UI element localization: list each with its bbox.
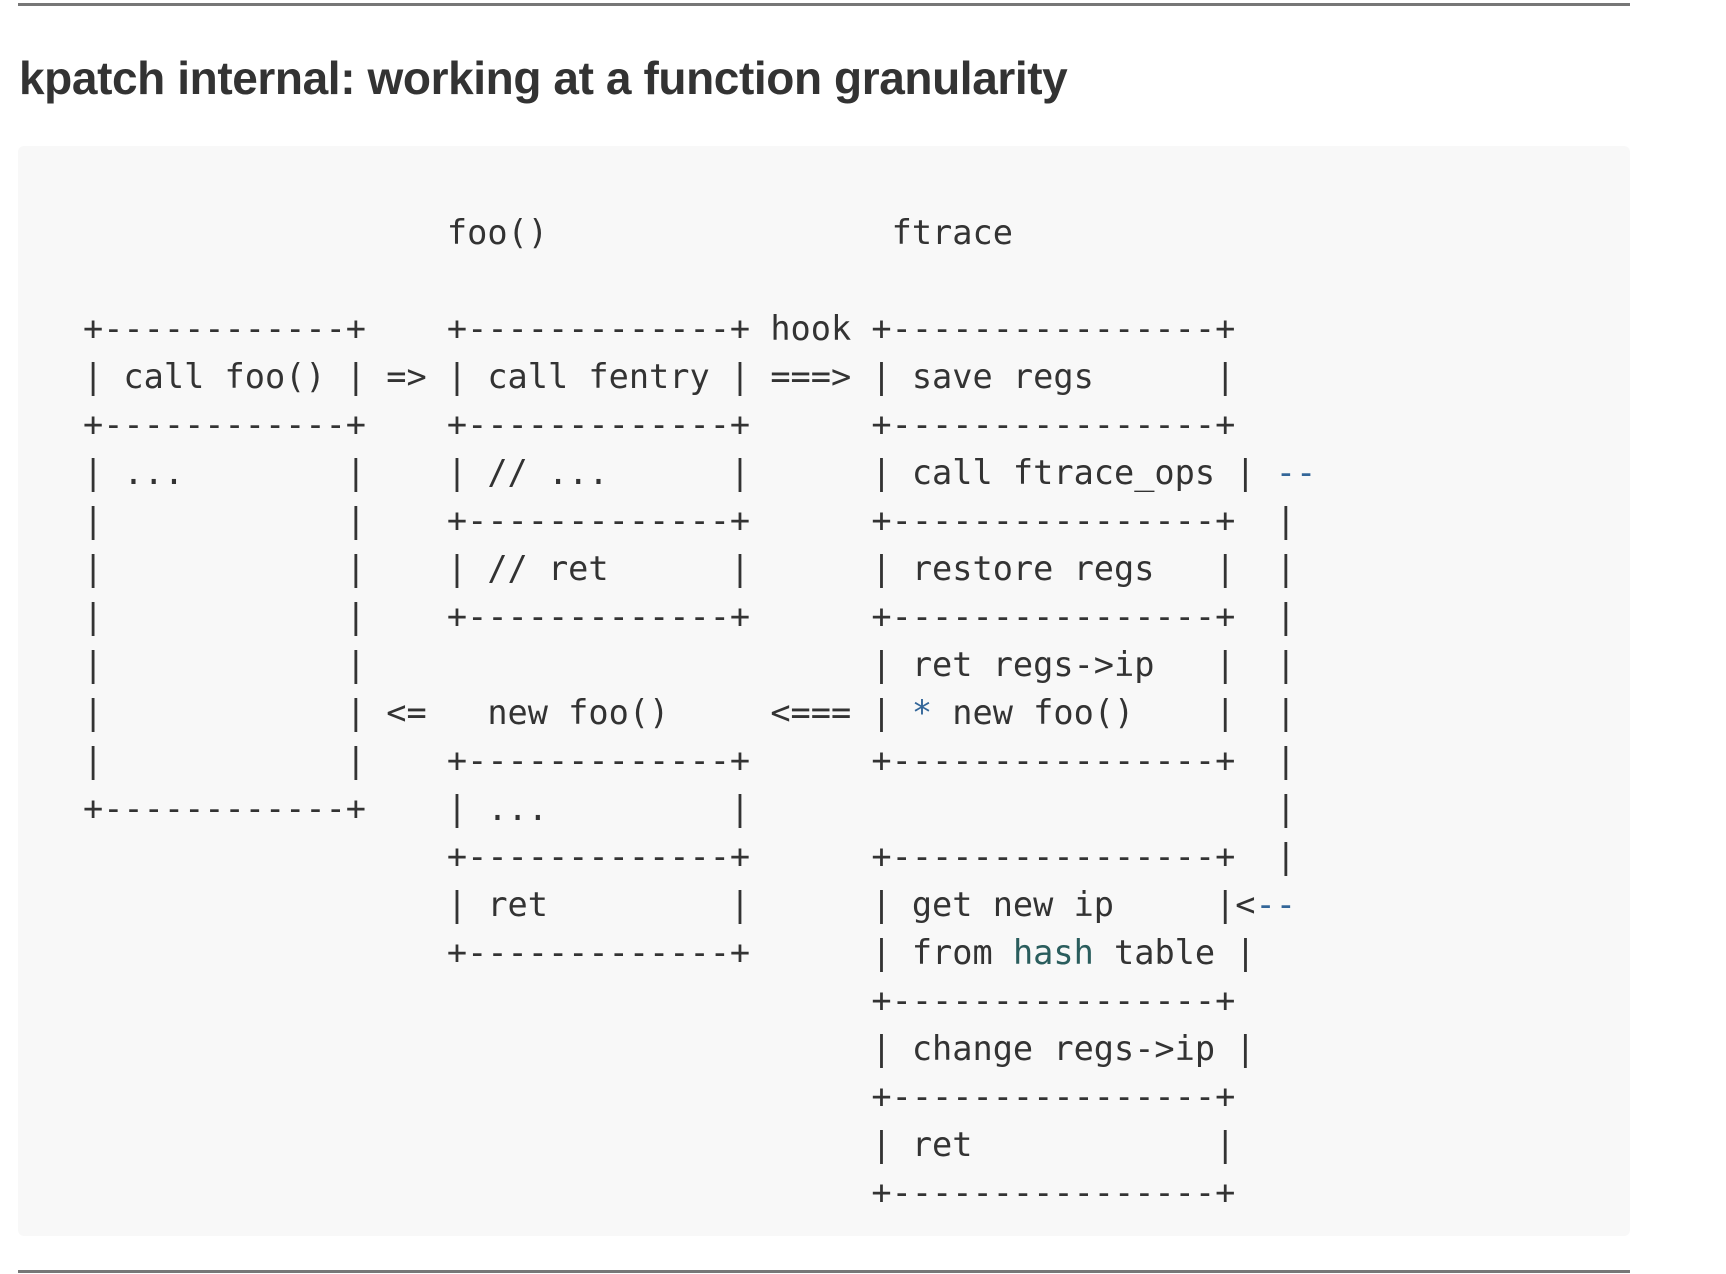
diagram-line: | ... | | // ... | | call ftrace_ops | -… <box>83 453 1316 492</box>
diagram-line: +------------+ +-------------+ hook +---… <box>83 309 1235 348</box>
diagram-text: | call foo() | => | call fentry | ===> |… <box>83 357 1236 396</box>
diagram-line: | | | ret regs->ip | | <box>83 645 1296 684</box>
diagram-text: +------------+ | ... | | <box>83 789 1296 828</box>
diagram-text: | ... | | // ... | | call ftrace_ops | <box>83 453 1276 492</box>
diagram-line: +----------------+ <box>83 1173 1235 1212</box>
diagram-text: hash <box>1012 933 1094 972</box>
diagram-text: table | <box>1093 933 1256 972</box>
diagram-text: foo() ftrace <box>83 213 1013 252</box>
diagram-text: | | | // ret | | restore regs | | <box>83 549 1296 588</box>
diagram-text: +------------+ +-------------+ +--------… <box>83 405 1236 444</box>
diagram-line: +----------------+ <box>83 1077 1235 1116</box>
diagram-line: | ret | | get new ip |<-- <box>83 885 1296 924</box>
diagram-text: +-------------+ +----------------+ | <box>83 837 1296 876</box>
diagram-line: | | +-------------+ +----------------+ | <box>83 741 1296 780</box>
diagram-text: | | | ret regs->ip | | <box>83 645 1296 684</box>
diagram-line: +------------+ +-------------+ +--------… <box>83 405 1235 444</box>
diagram-text: | | +-------------+ +----------------+ | <box>83 741 1296 780</box>
diagram-text: | | +-------------+ +----------------+ | <box>83 501 1296 540</box>
diagram-text: | ret | | get new ip |< <box>83 885 1256 924</box>
diagram-text: new foo() | | <box>932 693 1296 732</box>
bottom-horizontal-rule <box>18 1270 1630 1273</box>
diagram-text: * <box>911 693 933 732</box>
diagram-text: +-------------+ | from <box>83 933 1013 972</box>
diagram-line: +-------------+ | from hash table | <box>83 933 1256 972</box>
diagram-line: | ret | <box>83 1125 1235 1164</box>
diagram-text: +----------------+ <box>83 1173 1236 1212</box>
diagram-text: +----------------+ <box>83 1077 1236 1116</box>
diagram-line: +----------------+ <box>83 981 1235 1020</box>
diagram-line: | | <= new foo() <=== | * new foo() | | <box>83 693 1296 732</box>
diagram-text: -- <box>1255 885 1296 924</box>
diagram-line: | | +-------------+ +----------------+ | <box>83 501 1296 540</box>
top-horizontal-rule <box>18 3 1630 6</box>
diagram-text: | | <= new foo() <=== | <box>83 693 912 732</box>
diagram-line: | | +-------------+ +----------------+ | <box>83 597 1296 636</box>
diagram-text: +------------+ +-------------+ hook +---… <box>83 309 1236 348</box>
diagram-line: | | | // ret | | restore regs | | <box>83 549 1296 588</box>
code-block: foo() ftrace +------------+ +-----------… <box>18 146 1630 1236</box>
diagram-text: | change regs->ip | <box>83 1029 1256 1068</box>
diagram-line: foo() ftrace <box>83 213 1013 252</box>
diagram-text: +----------------+ <box>83 981 1236 1020</box>
diagram-line: +------------+ | ... | | <box>83 789 1296 828</box>
page-title: kpatch internal: working at a function g… <box>19 52 1068 104</box>
diagram-text: | | +-------------+ +----------------+ | <box>83 597 1296 636</box>
diagram-text: | ret | <box>83 1125 1236 1164</box>
diagram-line: | change regs->ip | <box>83 1029 1256 1068</box>
diagram-text: -- <box>1275 453 1317 492</box>
diagram-line: | call foo() | => | call fentry | ===> |… <box>83 357 1235 396</box>
ascii-diagram: foo() ftrace +------------+ +-----------… <box>83 209 1316 1217</box>
diagram-line: +-------------+ +----------------+ | <box>83 837 1296 876</box>
